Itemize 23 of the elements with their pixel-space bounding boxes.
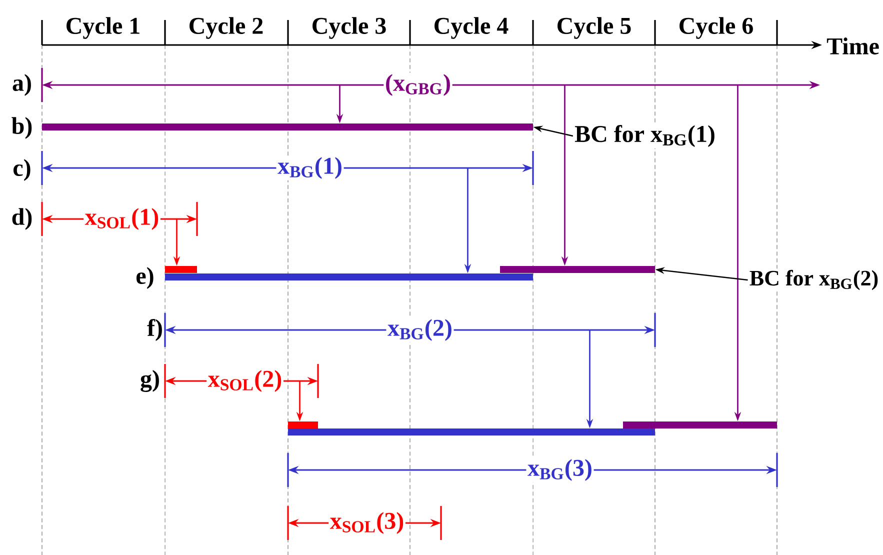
row-label: b) xyxy=(12,117,32,139)
interval-label: x$_{SOL}$(3) xyxy=(328,510,406,536)
interval-label: x$_{SOL}$(2) xyxy=(206,368,284,394)
cycle-label: Cycle 3 xyxy=(312,17,386,39)
interval-label: x$_{SOL}$(1) xyxy=(84,206,160,232)
cycle-label: Cycle 2 xyxy=(190,17,263,39)
interval-label: x$_{BG}$(2) xyxy=(386,318,454,342)
cycle-label: Cycle 1 xyxy=(66,17,140,39)
row-label: c) xyxy=(14,159,30,181)
interval-label: x$_{BG}$(1) xyxy=(276,156,344,180)
cycle-label: Cycle 5 xyxy=(558,17,631,39)
axis-label: Time xyxy=(826,38,879,54)
cycle-label: Cycle 6 xyxy=(680,17,753,39)
row-label: g) xyxy=(140,370,159,392)
row-label: f) xyxy=(147,319,162,341)
row-label: d) xyxy=(12,208,32,230)
cycle-label: Cycle 4 xyxy=(434,17,508,39)
boundary-condition-label: BC for x$_{BG}$(1) xyxy=(573,124,717,148)
row-label: a) xyxy=(12,74,31,96)
boundary-condition-label: BC for x$_{BG}$(2) xyxy=(748,268,880,292)
interval-label: (x$_{GBG}$) xyxy=(384,72,452,98)
row-label: e) xyxy=(136,267,154,289)
interval-label: x$_{BG}$(3) xyxy=(526,458,594,482)
